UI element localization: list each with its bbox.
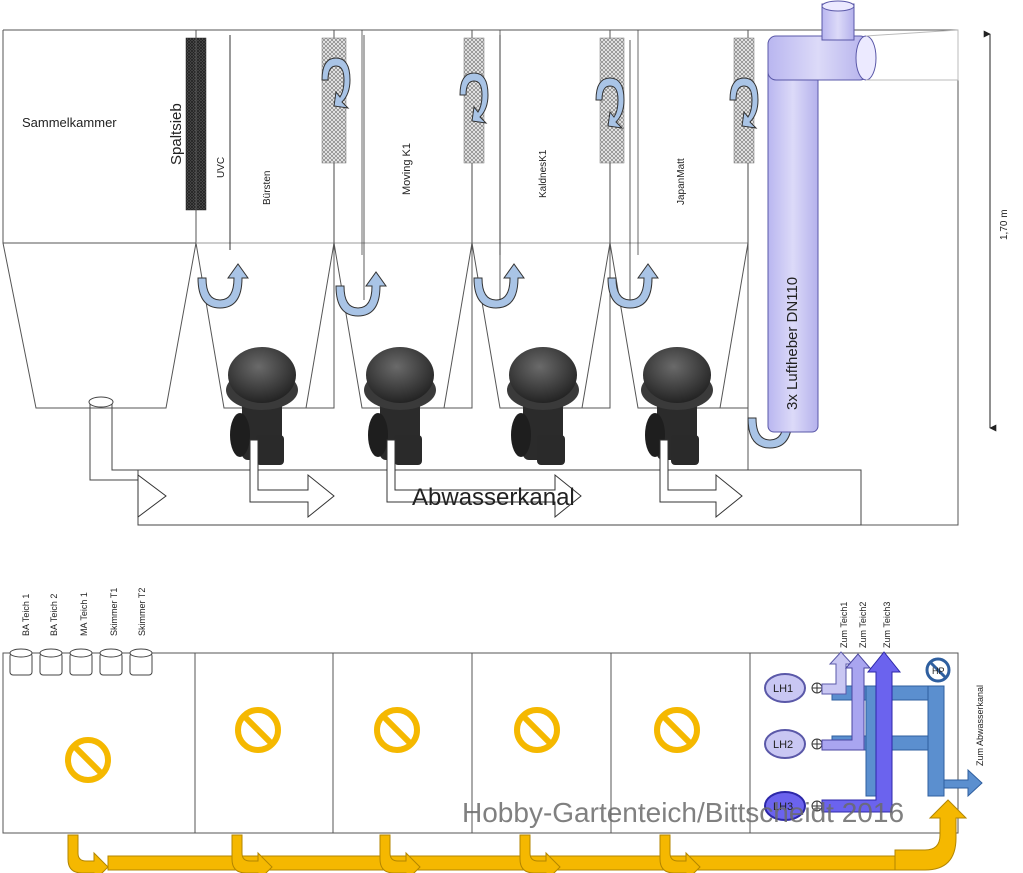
inlet-pipes: [9, 648, 153, 676]
channel-arrow-icon: [249, 439, 335, 519]
inlet-label-skimmer-t1: Skimmer T1: [109, 588, 119, 636]
uvc-lamp: UVC: [216, 35, 231, 250]
airlift-units: LH1 LH2 LH3: [764, 673, 823, 821]
swirl-arrow-icon: [197, 263, 249, 309]
pump-hp: HP: [925, 657, 951, 683]
sammelkammer-drain-inlet: [88, 396, 114, 408]
inlet-pipe: [69, 648, 93, 676]
prohibition-icon: [654, 707, 700, 753]
airlift-column: 3x Luftheber DN110: [767, 0, 959, 433]
watermark-text: Hobby-Gartenteich/Bittscheidt 2016: [462, 797, 904, 828]
outlet-label-zum-teich3: Zum Teich3: [882, 602, 892, 648]
chamber-label-japanmatt: JapanMatt: [676, 158, 687, 205]
sammelkammer-label: Sammelkammer: [22, 115, 117, 130]
inlet-label-ba-teich-1: BA Teich 1: [21, 594, 31, 636]
inlet-label-skimmer-t2: Skimmer T2: [137, 588, 147, 636]
airlift-label-lh1: LH1: [773, 683, 793, 695]
outlet-labels: Zum Teich1 Zum Teich2 Zum Teich3: [839, 602, 892, 648]
outlet-label-zum-teich2: Zum Teich2: [858, 602, 868, 648]
flow-arrow-icon: [459, 72, 489, 124]
flow-arrow-icon: [595, 77, 625, 129]
outlet-arrow-icon: [821, 651, 854, 695]
upper-flow-arrows: [321, 57, 759, 129]
inlet-pipe: [9, 648, 33, 676]
airlift-label-lh2: LH2: [773, 739, 793, 751]
top-view: BA Teich 1 BA Teich 2 MA Teich 1 Skimmer…: [2, 588, 985, 873]
sammelkammer-chamber: Sammelkammer Spaltsieb: [2, 29, 207, 481]
abwasserkanal-label: Abwasserkanal: [412, 484, 575, 511]
abwasserkanal-channel: Abwasserkanal: [137, 439, 862, 526]
inlet-labels: BA Teich 1 BA Teich 2 MA Teich 1 Skimmer…: [21, 588, 147, 636]
inlet-pipe: [99, 648, 123, 676]
channel-flow-arrows: [137, 439, 743, 519]
bottom-drain-valve: [226, 347, 298, 465]
bottom-drain-valves: [226, 347, 713, 465]
outlet-arrows: [821, 651, 902, 813]
airlift-lh3: LH3: [764, 791, 823, 821]
inlet-pipe: [129, 648, 153, 676]
prohibition-icon: [374, 707, 420, 753]
brush-mesh-2: [463, 37, 485, 164]
sammelkammer-drain-pipe: [89, 400, 138, 481]
inlet-label-ma-teich-1: MA Teich 1: [79, 592, 89, 636]
pump-label: HP: [932, 666, 945, 676]
prohibition-icon: [235, 707, 281, 753]
airlift-lh2: LH2: [764, 729, 823, 759]
chamber-label-buersten: Bürsten: [262, 171, 273, 205]
swirl-arrow-icon: [473, 263, 525, 309]
filter-chambers: [195, 29, 959, 526]
channel-arrow-icon: [137, 474, 167, 518]
drain-label: Zum Abwasserkanal: [975, 685, 985, 766]
inlet-pipe: [39, 648, 63, 676]
channel-arrow-icon: [386, 439, 582, 519]
outlet-label-zum-teich1: Zum Teich1: [839, 602, 849, 648]
swirl-arrow-icon: [607, 263, 659, 309]
uvc-label: UVC: [216, 157, 227, 178]
prohibition-icon: [65, 737, 111, 783]
lower-flow-arrows: [197, 263, 799, 449]
chamber-label-moving-k1: Moving K1: [401, 143, 413, 195]
chamber-dividers: [333, 30, 749, 255]
chamber-label-kaldnes-k1: KaldnesK1: [538, 149, 549, 198]
luftheber-label: 3x Luftheber DN110: [784, 277, 801, 410]
height-dimension: 1,70 m: [983, 30, 1010, 432]
outlet-arrow-icon: [821, 651, 902, 813]
downflow-lines: [363, 35, 631, 300]
prohibition-icon: [514, 707, 560, 753]
outlet-arrow-icon: [821, 653, 872, 751]
prohibition-signs: [65, 707, 700, 783]
yellow-flow-path: [67, 799, 968, 873]
bottom-drain-valve: [641, 347, 713, 465]
flow-arrow-icon: [321, 57, 351, 109]
side-view: Sammelkammer Spaltsieb: [2, 0, 1010, 526]
brush-mesh-4: [733, 37, 755, 164]
flow-arrow-icon: [729, 77, 759, 129]
height-label: 1,70 m: [999, 209, 1010, 240]
channel-arrow-icon: [659, 439, 743, 519]
bottom-drain-valve: [507, 347, 579, 465]
airlift-label-lh3: LH3: [773, 801, 793, 813]
spaltsieb-label: Spaltsieb: [168, 103, 185, 165]
bottom-drain-valve: [364, 347, 436, 465]
inlet-label-ba-teich-2: BA Teich 2: [49, 594, 59, 636]
swirl-arrow-icon: [335, 271, 387, 317]
top-view-chambers: [2, 652, 959, 834]
